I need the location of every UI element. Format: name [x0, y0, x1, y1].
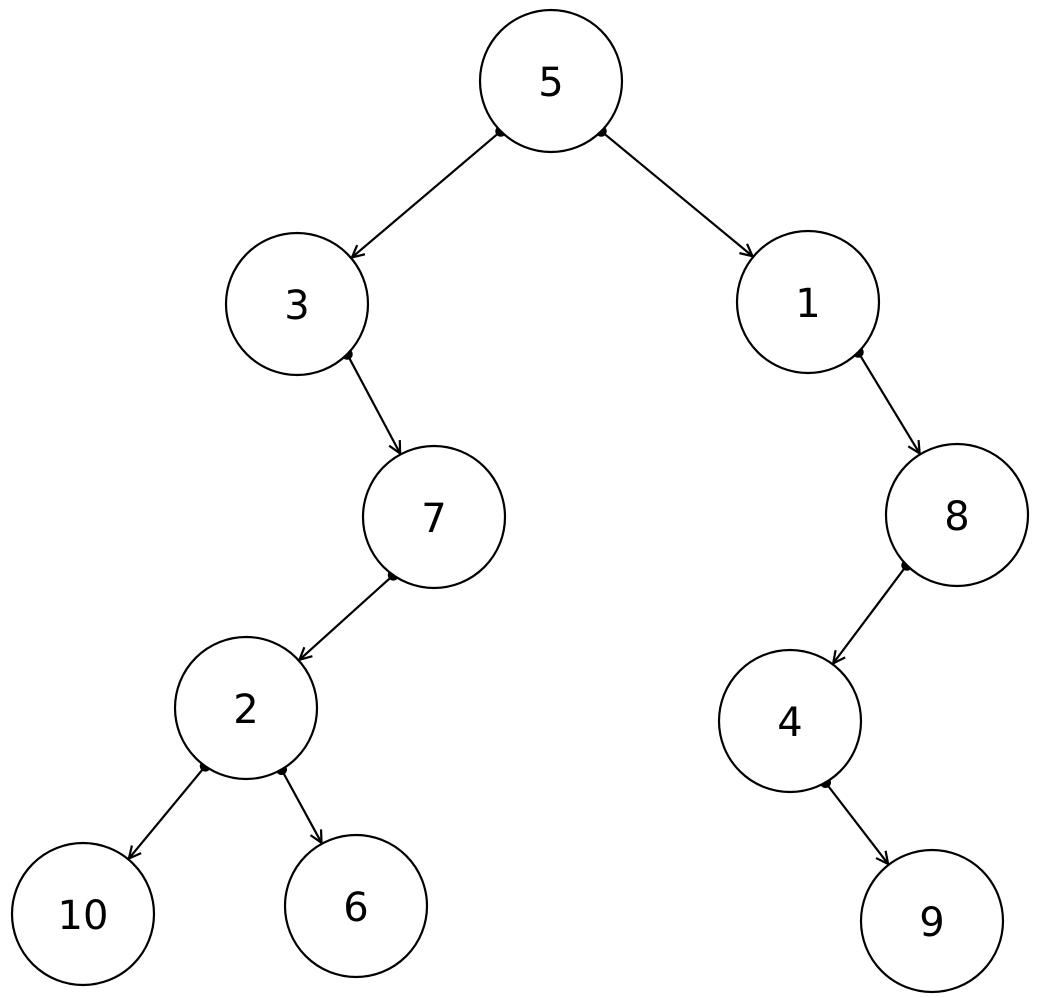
node-circle: [173, 635, 319, 781]
node-label: 4: [777, 700, 802, 746]
edge-line: [824, 781, 889, 865]
node-circle: [478, 8, 624, 154]
tree-node-2: 2: [173, 635, 319, 781]
node-circle: [283, 833, 429, 979]
node-circle: [10, 841, 156, 987]
edge-line: [600, 130, 754, 257]
edge-n5-n1: [595, 125, 755, 258]
tree-node-7: 7: [361, 444, 507, 590]
edge-n4-n9: [820, 776, 890, 866]
tree-node-5: 5: [478, 8, 624, 154]
node-circle: [224, 231, 370, 377]
tree-node-8: 8: [884, 442, 1030, 588]
edge-line: [280, 768, 323, 844]
node-circle: [859, 848, 1005, 994]
nodes-layer: 5 3 1 7 8 2 4 10 6 9: [10, 8, 1030, 994]
edge-line: [351, 130, 502, 259]
edge-n8-n4: [831, 559, 913, 666]
edge-n3-n7: [341, 348, 402, 456]
tree-node-1: 1: [735, 229, 881, 375]
edge-n1-n8: [852, 346, 921, 456]
node-circle: [884, 442, 1030, 588]
node-label: 2: [233, 687, 258, 733]
node-circle: [735, 229, 881, 375]
node-label: 1: [795, 281, 820, 327]
edge-n5-n3: [350, 125, 507, 260]
edge-n2-n6: [276, 763, 323, 845]
node-label: 10: [58, 893, 109, 939]
node-label: 9: [919, 900, 944, 946]
edge-n2-n10: [127, 760, 211, 861]
edge-n7-n2: [297, 569, 399, 662]
node-label: 7: [421, 496, 446, 542]
edge-line: [346, 353, 402, 454]
node-label: 5: [538, 60, 563, 106]
tree-node-6: 6: [283, 833, 429, 979]
edge-line: [128, 765, 207, 860]
edge-line: [832, 564, 908, 665]
tree-node-9: 9: [859, 848, 1005, 994]
node-label: 3: [284, 283, 309, 329]
node-label: 8: [944, 494, 969, 540]
edge-line: [857, 351, 921, 455]
tree-node-3: 3: [224, 231, 370, 377]
node-circle: [717, 648, 863, 794]
node-circle: [361, 444, 507, 590]
node-label: 6: [343, 885, 368, 931]
tree-node-10: 10: [10, 841, 156, 987]
edge-line: [298, 574, 395, 661]
tree-node-4: 4: [717, 648, 863, 794]
